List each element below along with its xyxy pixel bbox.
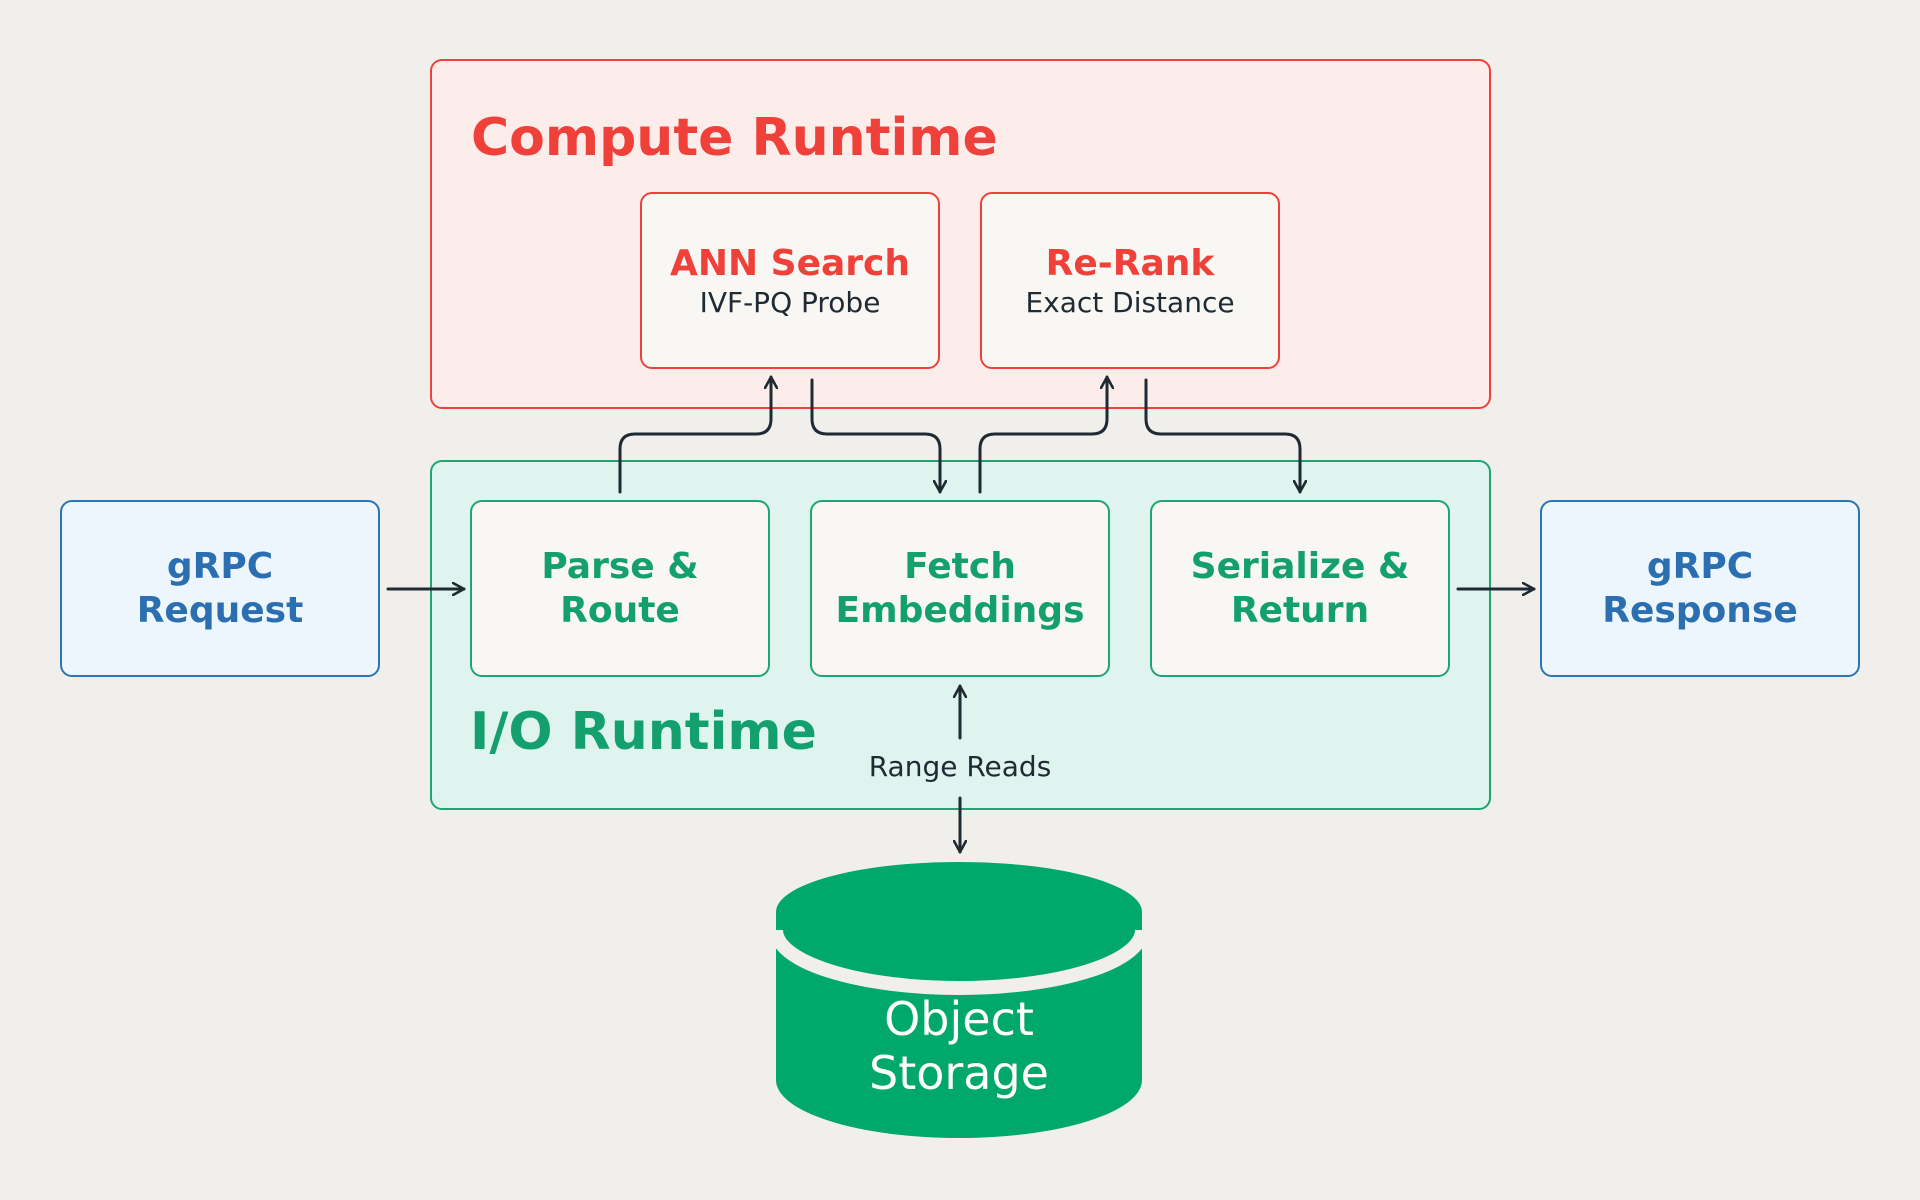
range-reads-label: Range Reads (868, 750, 1052, 783)
ann-search-subtitle: IVF-PQ Probe (699, 285, 881, 319)
grpc-response-line1: gRPC (1646, 545, 1754, 587)
object-storage-line2: Storage (869, 1046, 1049, 1100)
serialize-return-title-line1: Serialize & (1190, 545, 1410, 587)
parse-route-box: Parse & Route (470, 500, 770, 677)
grpc-request-line1: gRPC (166, 545, 274, 587)
fetch-embeddings-box: Fetch Embeddings (810, 500, 1110, 677)
serialize-return-box: Serialize & Return (1150, 500, 1450, 677)
re-rank-subtitle: Exact Distance (1025, 285, 1235, 319)
fetch-embeddings-title-line1: Fetch (904, 545, 1016, 587)
compute-runtime-title: Compute Runtime (471, 108, 998, 168)
ann-search-box: ANN Search IVF-PQ Probe (640, 192, 940, 369)
grpc-request-box: gRPC Request (60, 500, 380, 677)
compute-runtime-region (430, 59, 1491, 409)
object-storage-label: Object Storage (776, 992, 1142, 1100)
grpc-response-box: gRPC Response (1540, 500, 1860, 677)
io-runtime-title: I/O Runtime (470, 702, 817, 762)
parse-route-title-line2: Route (560, 589, 680, 631)
re-rank-title: Re-Rank (1045, 242, 1215, 284)
serialize-return-title-line2: Return (1230, 589, 1370, 631)
grpc-response-line2: Response (1602, 589, 1798, 631)
object-storage-line1: Object (884, 992, 1034, 1046)
grpc-request-line2: Request (136, 589, 304, 631)
fetch-embeddings-title-line2: Embeddings (835, 589, 1085, 631)
ann-search-title: ANN Search (669, 242, 910, 284)
parse-route-title-line1: Parse & (541, 545, 699, 587)
re-rank-box: Re-Rank Exact Distance (980, 192, 1280, 369)
